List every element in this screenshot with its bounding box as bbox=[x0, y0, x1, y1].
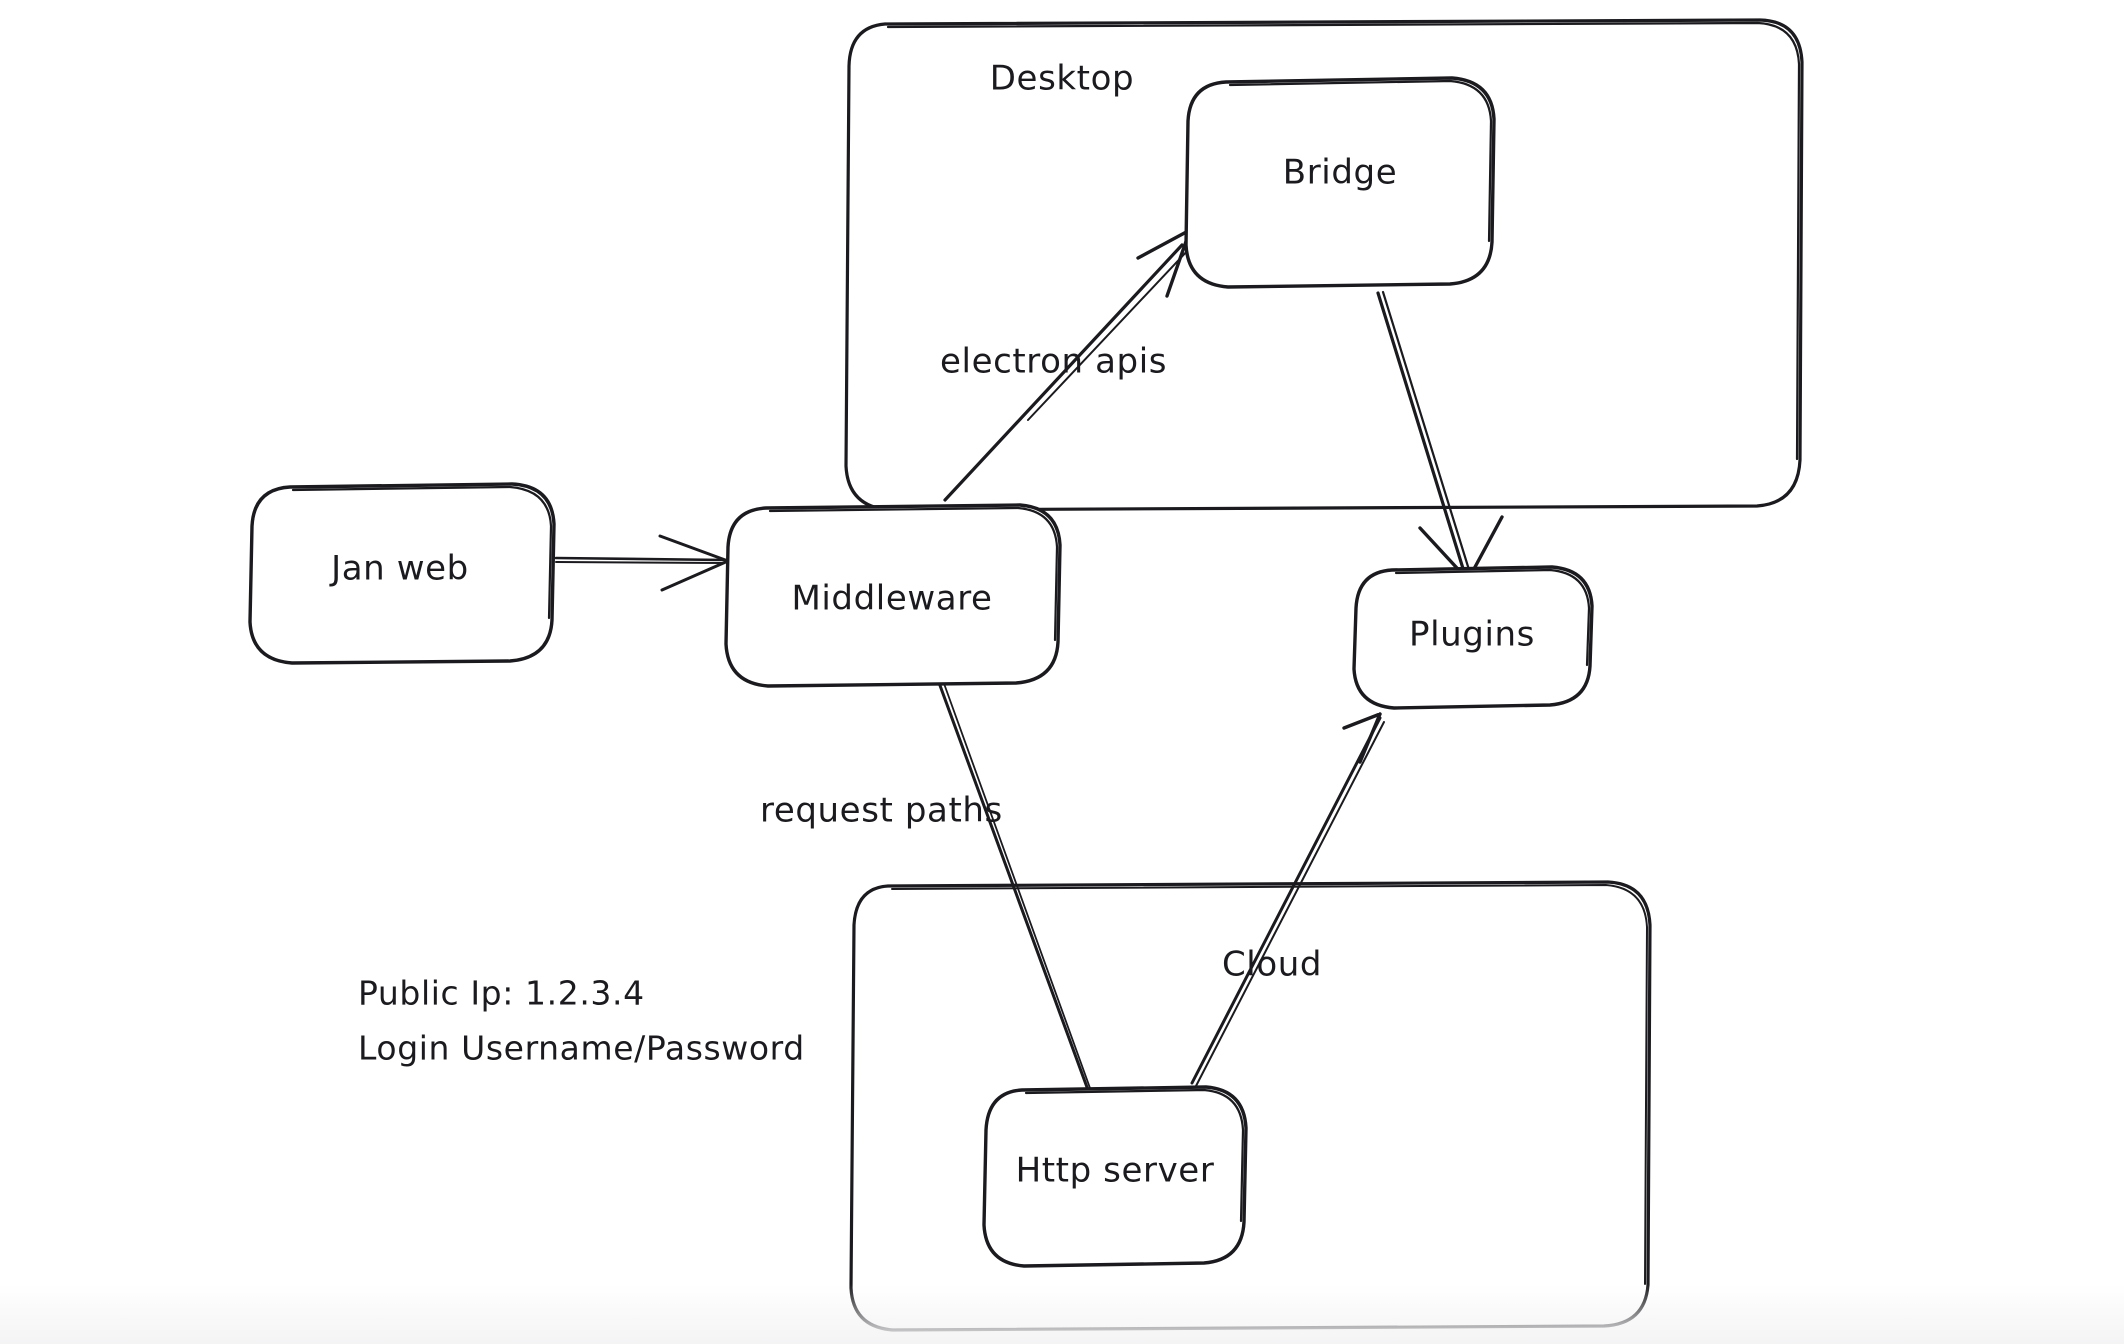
group-label-desktop: Desktop bbox=[990, 59, 1134, 99]
edge-middleware-to-bridge[interactable]: electron apis bbox=[940, 228, 1192, 502]
node-http-server[interactable]: Http server bbox=[982, 1085, 1248, 1268]
node-jan-web[interactable]: Jan web bbox=[248, 482, 556, 665]
edge-http-server-to-plugins[interactable] bbox=[1190, 712, 1385, 1087]
notes-block: Public Ip: 1.2.3.4 Login Username/Passwo… bbox=[358, 974, 805, 1068]
group-cloud[interactable]: Cloud bbox=[849, 880, 1652, 1332]
node-label-http-server: Http server bbox=[1016, 1151, 1215, 1191]
note-login-credentials: Login Username/Password bbox=[358, 1029, 805, 1068]
node-label-bridge: Bridge bbox=[1283, 153, 1397, 193]
note-public-ip: Public Ip: 1.2.3.4 bbox=[358, 974, 645, 1013]
group-label-cloud: Cloud bbox=[1222, 945, 1322, 985]
node-label-middleware: Middleware bbox=[791, 579, 992, 619]
node-plugins[interactable]: Plugins bbox=[1352, 565, 1594, 710]
edge-label-request-paths: request paths bbox=[760, 791, 1003, 831]
node-label-jan-web: Jan web bbox=[329, 549, 469, 589]
node-label-plugins: Plugins bbox=[1409, 615, 1535, 655]
edge-middleware-to-http-server[interactable]: request paths bbox=[760, 677, 1091, 1096]
edge-label-electron-apis: electron apis bbox=[940, 342, 1167, 382]
edge-jan-web-to-middleware[interactable] bbox=[554, 534, 730, 592]
node-bridge[interactable]: Bridge bbox=[1184, 76, 1496, 289]
node-middleware[interactable]: Middleware bbox=[724, 503, 1062, 688]
